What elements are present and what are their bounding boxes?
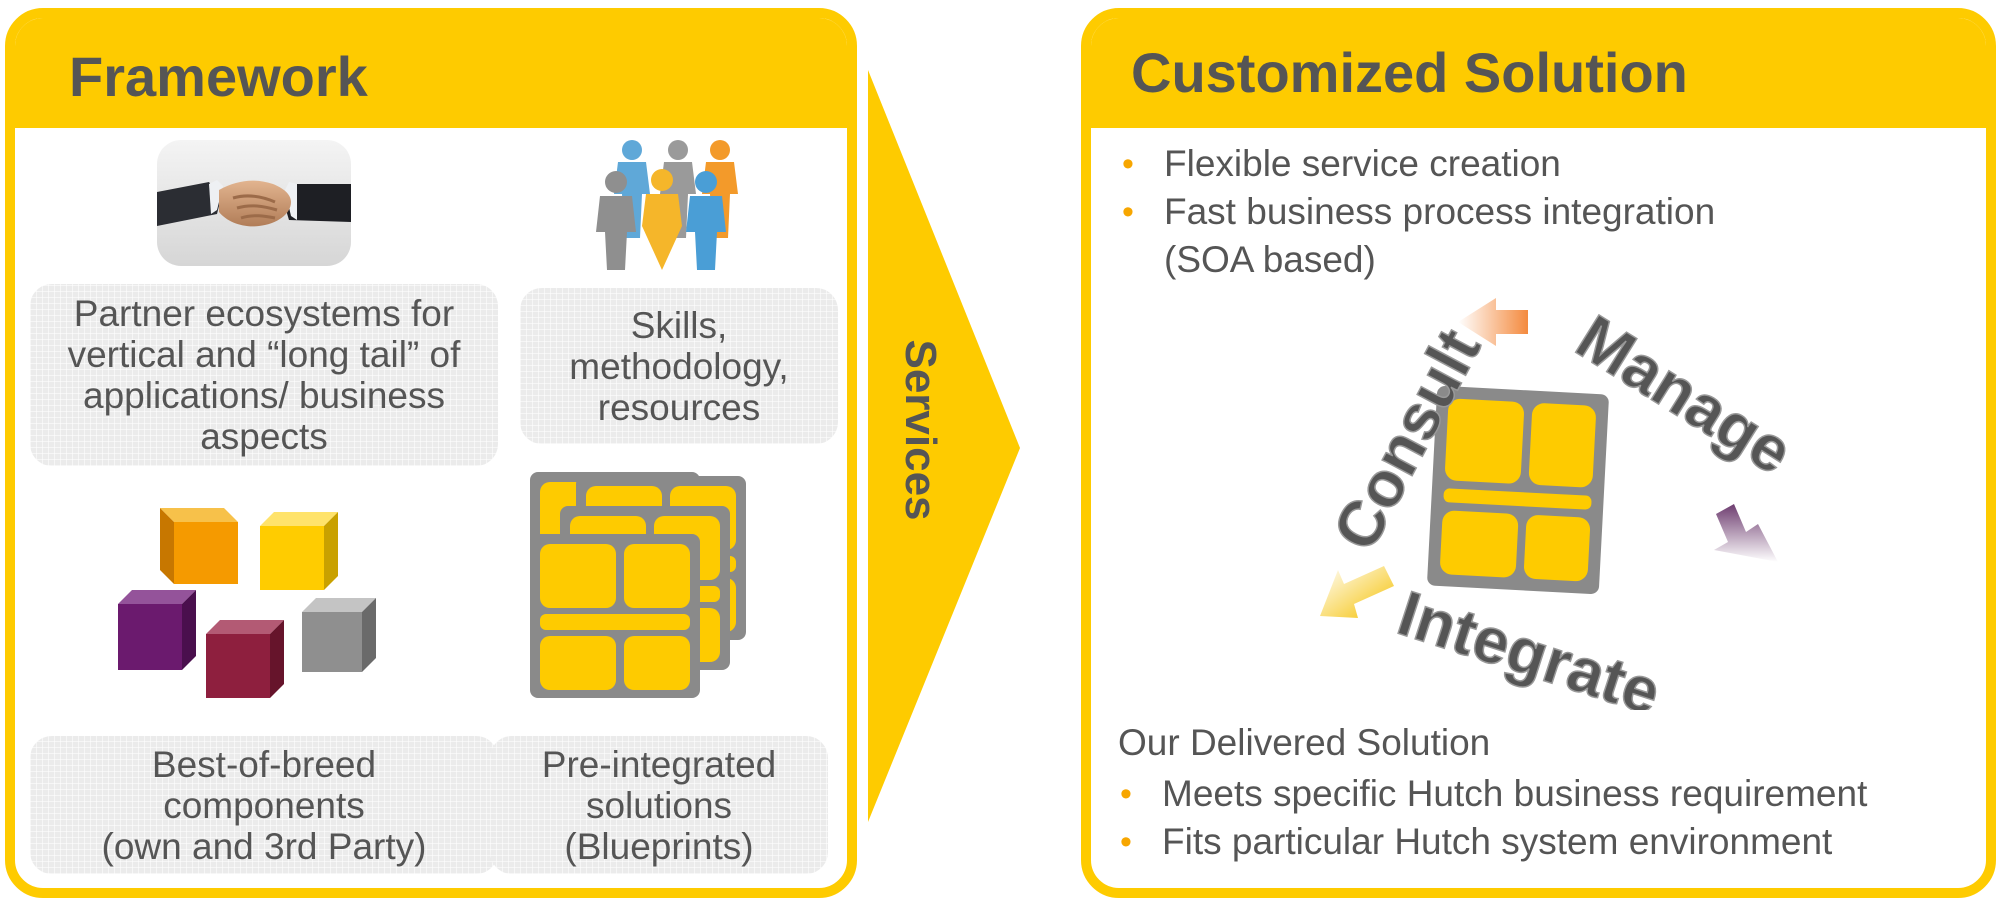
customized-solution-title: Customized Solution [1131,41,1688,104]
cube-orange [160,508,238,584]
cube-purple [118,590,196,670]
bullet-dot: • [1120,775,1132,813]
cycle-word-integrate: Integrate [1390,577,1669,710]
bullet-dot: • [1122,193,1134,231]
best-of-breed-label: Best-of-breed components (own and 3rd Pa… [101,743,427,867]
bullet-text: Fits particular Hutch system environment [1162,821,1833,862]
list-item: • Meets specific Hutch business requireme… [1120,770,1867,818]
list-item: • Flexible service creation [1122,140,1715,188]
bullet-dot: • [1120,823,1132,861]
delivered-bullets: • Meets specific Hutch business requireme… [1120,770,1867,866]
handshake-photo [157,140,351,266]
cube-grey [302,598,376,672]
framework-title: Framework [69,45,368,108]
pre-integrated-label: Pre-integrated solutions (Blueprints) [541,743,777,867]
list-item: • Fast business process integration (SOA … [1122,188,1715,284]
cycle-arrow-icon [1458,298,1528,346]
solution-block-icon [1427,386,1609,594]
bullet-text: Meets specific Hutch business requiremen… [1162,773,1868,814]
best-of-breed-box: Best-of-breed components (own and 3rd Pa… [30,736,498,874]
solution-bullets: • Flexible service creation • Fast busines… [1122,140,1715,284]
services-label: Services [896,339,945,521]
list-item: • Fits particular Hutch system environmen… [1120,818,1867,866]
consult-manage-integrate-cycle: Consult Manage Integrate [1318,298,1806,710]
cubes-icon [118,508,376,698]
skills-label: Skills, methodology, resources [569,304,789,428]
framework-header [15,18,847,128]
cube-maroon [206,620,284,698]
services-arrow [868,70,1020,822]
pre-integrated-box: Pre-integrated solutions (Blueprints) [490,736,828,874]
partner-ecosystems-box: Partner ecosystems for vertical and “lon… [30,284,498,466]
bullet-text: Flexible service creation [1164,143,1561,184]
customized-solution-header [1091,18,1986,128]
skills-box: Skills, methodology, resources [520,288,838,444]
partner-ecosystems-label: Partner ecosystems for vertical and “lon… [67,293,461,457]
blueprint-stack-icon [530,472,746,698]
cube-yellow [260,512,338,590]
bullet-dot: • [1122,145,1134,183]
people-group-icon [596,140,738,270]
bullet-text: Fast business process integration (SOA b… [1164,191,1716,280]
cycle-arrow-icon [1320,566,1394,618]
cycle-arrow-icon [1714,504,1778,562]
delivered-solution-heading: Our Delivered Solution [1118,722,1491,763]
